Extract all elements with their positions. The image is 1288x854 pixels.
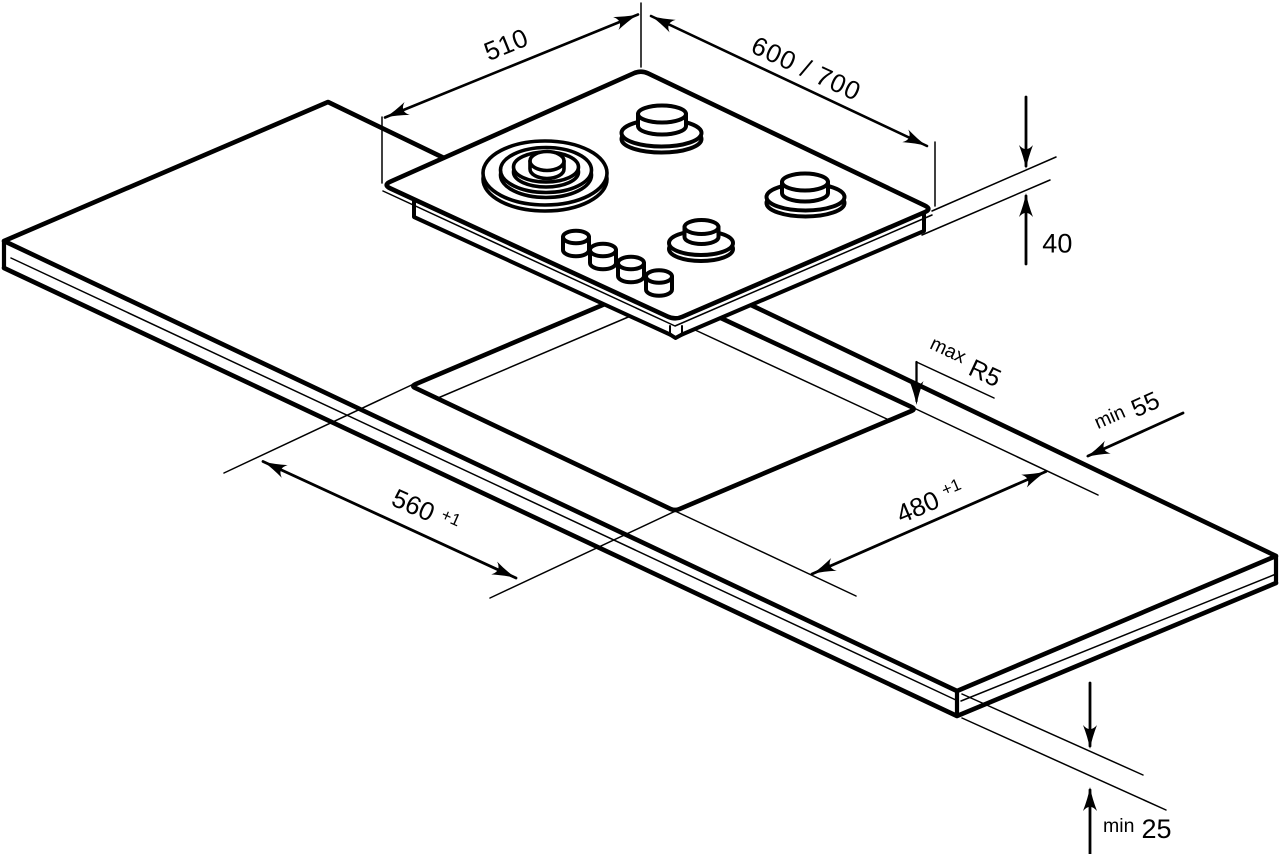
svg-text:40: 40 (1042, 228, 1072, 258)
svg-text:min: min (1103, 815, 1134, 837)
svg-text:55: 55 (1127, 386, 1164, 423)
svg-text:max: max (927, 333, 970, 369)
svg-text:min: min (1091, 401, 1129, 434)
svg-text:+1: +1 (438, 505, 463, 530)
svg-text:25: 25 (1142, 814, 1172, 844)
